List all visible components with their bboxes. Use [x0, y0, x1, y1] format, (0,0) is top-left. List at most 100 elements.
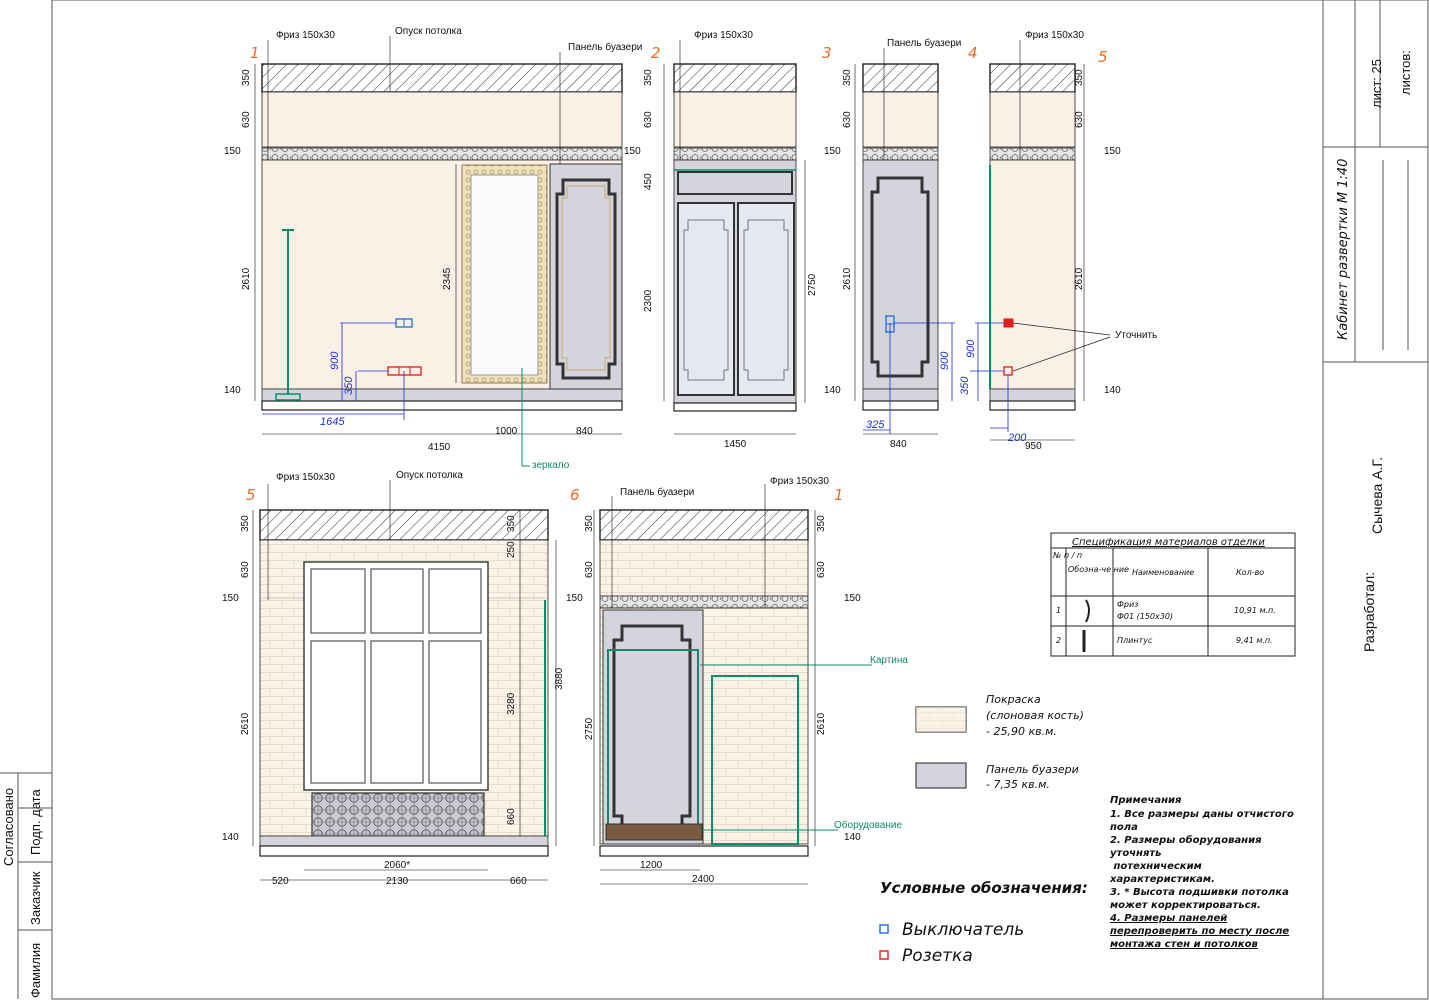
spec-row2-name1: Плинтус: [1117, 636, 1153, 645]
dim-v4-h630: 630: [1074, 111, 1085, 128]
note-line-7: 3. * Высота подшивки потолка: [1110, 887, 1289, 898]
dim-v5-520: 520: [272, 876, 289, 887]
label-v1-panel: Панель буазери: [568, 41, 642, 53]
dim-v5-2060: 2060*: [384, 860, 410, 871]
label-v4-friz: Фриз 150х30: [1025, 30, 1084, 41]
symbols-title: Условные обозначения:: [880, 879, 1088, 897]
spec-row1-name2: Ф01 (150х30): [1117, 612, 1173, 621]
view-number-3: 3: [822, 44, 832, 62]
dim-v6-r630: 630: [816, 561, 827, 578]
spec-title: Спецификация материалов отделки: [1072, 537, 1265, 548]
note-line-3: 2. Размеры оборудования: [1110, 834, 1262, 846]
dim-v6-1200: 1200: [640, 860, 663, 871]
socket-legend-icon: [879, 950, 889, 960]
dim-v1-h140: 140: [224, 385, 241, 396]
dim-v6-2400: 2400: [692, 874, 715, 885]
approval-stamp: Согласовано Подп. дата Заказчик Фамилия: [0, 772, 52, 999]
note-line-5: потехническим: [1110, 861, 1202, 872]
dim-v3-h350: 350: [842, 69, 853, 86]
dim-v4-950: 950: [1025, 441, 1042, 452]
boiserie-line2: - 7,35 кв.м.: [986, 778, 1050, 791]
label-v6-panel: Панель буазери: [620, 486, 694, 498]
label-picture: Картина: [870, 655, 908, 666]
dim-v1-h2610: 2610: [241, 267, 252, 290]
label-equipment: Оборудование: [834, 819, 902, 831]
mirror-glass: [470, 174, 539, 376]
dim-v5-r250: 250: [506, 541, 517, 558]
dim-v6-h2750: 2750: [584, 717, 595, 740]
dim-v4-h2610: 2610: [1074, 267, 1085, 290]
spec-table: Спецификация материалов отделки № п / п …: [1050, 532, 1296, 657]
note-line-8: может корректироваться.: [1110, 900, 1261, 911]
dim-v1-900: 900: [329, 351, 341, 370]
spec-row1-qty: 10,91 м.п.: [1234, 606, 1276, 615]
note-line-9: 4. Размеры панелей: [1109, 913, 1227, 924]
label-v2-friz: Фриз 150х30: [694, 30, 753, 41]
dim-v4-h140: 140: [1104, 385, 1121, 396]
paint-line1: Покраска: [986, 693, 1041, 706]
dim-v6-r350: 350: [816, 515, 827, 532]
note-line-10: перепроверить по месту после: [1110, 926, 1289, 937]
note-line-2: пола: [1110, 822, 1138, 833]
dim-v3-325: 325: [866, 419, 885, 431]
spec-header-no: № п / п: [1052, 551, 1082, 560]
view-number-1: 1: [250, 44, 260, 62]
dim-v3-h630: 630: [842, 111, 853, 128]
view-number-5a: 5: [1098, 48, 1108, 66]
label-v6-friz: Фриз 150х30: [770, 476, 829, 487]
cabinet-panels: [310, 568, 482, 784]
elevation-view-6: Картина Оборудование 350 630 150 2750 35…: [566, 476, 908, 885]
plinth-bench: [605, 823, 703, 841]
view-number-1b: 1: [834, 486, 844, 504]
label-v1-friz: Фриз 150х30: [276, 30, 335, 41]
boiserie-panel: [549, 163, 623, 390]
sheet-title: Кабинет развертки М 1:40: [1336, 159, 1351, 340]
label-v5-friz: Фриз 150х30: [276, 472, 335, 483]
note-line-4: уточнять: [1110, 848, 1162, 859]
label-v3-panel: Панель буазери: [887, 37, 961, 49]
boiserie-panel: [602, 609, 704, 845]
cabinet-unit: [303, 561, 489, 791]
dim-v5-h150: 150: [222, 593, 239, 604]
dim-v6-r150: 150: [844, 593, 861, 604]
switch-legend-label: Выключатель: [902, 920, 1024, 940]
dim-v2-h2300: 2300: [643, 289, 654, 312]
dim-v1-840: 840: [576, 426, 593, 437]
dim-v6-h150: 150: [566, 593, 583, 604]
switch-legend-icon: [879, 924, 889, 934]
frieze-profile-icon: [1085, 599, 1090, 623]
note-line-6: характеристикам.: [1109, 874, 1215, 885]
dim-v2-1450: 1450: [724, 439, 747, 450]
dim-v2-r2750: 2750: [807, 273, 818, 296]
dim-v5-660: 660: [510, 876, 527, 887]
spec-row1-no: 1: [1056, 606, 1061, 615]
dim-v5-2130: 2130: [386, 876, 409, 887]
dim-v4-200: 200: [1007, 432, 1027, 444]
notes: Примечания 1. Все размеры даны отчистого…: [1109, 795, 1294, 950]
elevation-view-1: 900 350 1645 350 630 150 150 2610 140 23…: [224, 26, 642, 471]
elevation-view-2: 350 630 450 2300 2750 1450 Фриз 150х30 2: [643, 30, 818, 450]
paint-line2: (слоновая кость): [986, 709, 1084, 722]
dim-v6-h350: 350: [584, 515, 595, 532]
dim-v5-h630: 630: [240, 561, 251, 578]
symbols-legend: Условные обозначения: Выключатель Розетк…: [879, 879, 1088, 966]
agreed-label: Согласовано: [1, 788, 16, 866]
dim-v2-h450: 450: [643, 173, 654, 190]
sign-date-label: Подп. дата: [28, 789, 43, 855]
dim-v1-350: 350: [343, 376, 355, 395]
socket-marker-filled: [1003, 318, 1014, 328]
spec-header-qty: Кол-во: [1236, 568, 1264, 577]
dim-v5-r660: 660: [506, 808, 517, 825]
dim-v5-h140: 140: [222, 832, 239, 843]
dim-v3-h2610: 2610: [842, 267, 853, 290]
developed-label: Разработал:: [1361, 572, 1377, 652]
dim-v5-h2610: 2610: [240, 712, 251, 735]
developer-name: Сычева А.Г.: [1369, 457, 1385, 534]
dim-v5-h350: 350: [240, 515, 251, 532]
dim-v3-840: 840: [890, 439, 907, 450]
dim-v2-h630: 630: [643, 111, 654, 128]
elevation-view-4: 900 350 200 Уточнить 350 630 150 2610 14…: [959, 30, 1157, 452]
dim-v4-h150: 150: [1104, 146, 1121, 157]
dim-v1-h350: 350: [241, 69, 252, 86]
